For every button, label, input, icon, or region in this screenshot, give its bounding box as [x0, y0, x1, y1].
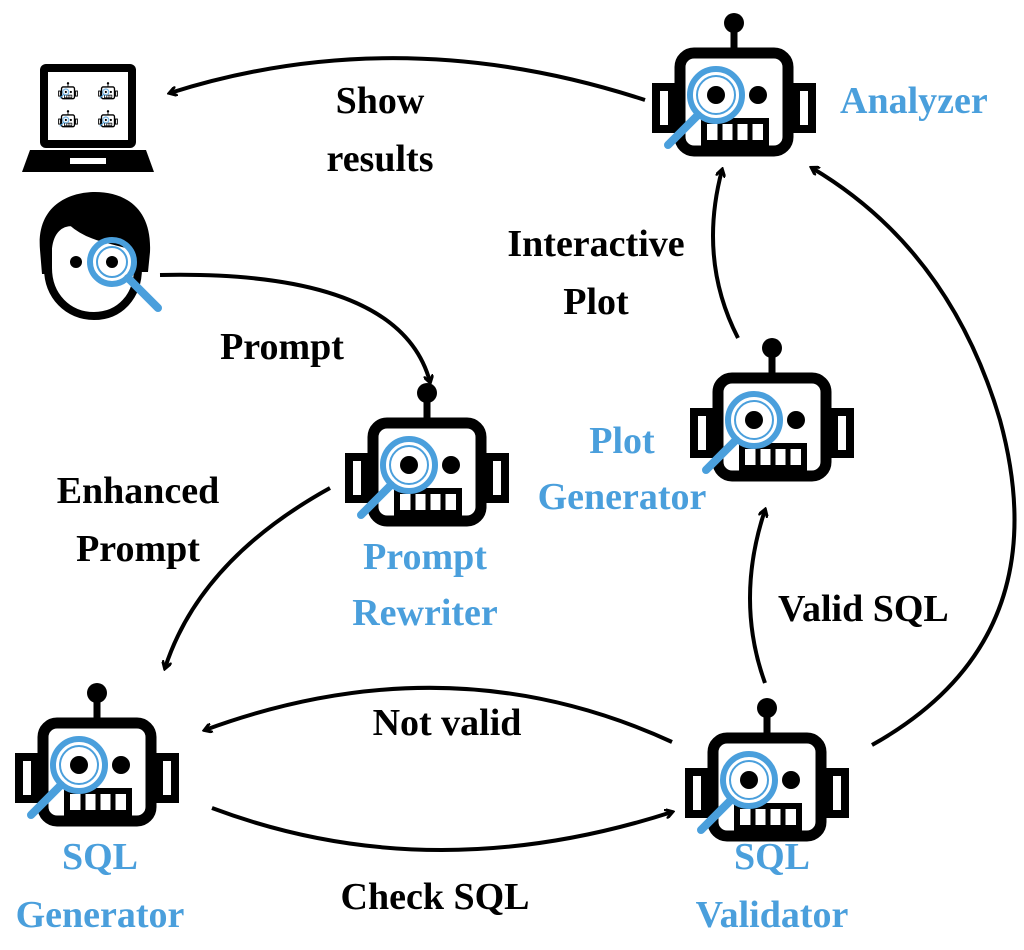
- sql-generator-label-line1: SQL: [61, 836, 139, 878]
- prompt-rewriter-label-line2: Rewriter: [352, 592, 498, 634]
- arrow-to-analyzer: [812, 168, 1017, 747]
- arrow-check-sql: [211, 806, 672, 852]
- enhanced-prompt-label-line1: Enhanced: [56, 470, 220, 512]
- check-sql-label: Check SQL: [340, 876, 530, 918]
- sql-generator-label-line2: Generator: [15, 894, 185, 936]
- interactive-plot-label-line2: Plot: [563, 281, 629, 323]
- plot-generator-robot-icon: [694, 338, 850, 476]
- plot-generator-label-line1: Plot: [589, 420, 655, 462]
- valid-sql-label: Valid SQL: [778, 588, 949, 630]
- show-results-label-line1: Show: [335, 80, 425, 122]
- arrow-interactive-plot: [711, 170, 740, 339]
- sql-validator-label-line1: SQL: [733, 836, 811, 878]
- interactive-plot-label-line1: Interactive: [507, 223, 685, 265]
- user-icon: [39, 192, 162, 321]
- arrow-prompt: [159, 272, 430, 382]
- prompt-rewriter-label-line1: Prompt: [363, 536, 487, 578]
- arrow-enhanced-prompt: [165, 486, 331, 668]
- analyzer-label: Analyzer: [840, 80, 988, 122]
- arrow-not-valid: [205, 685, 673, 744]
- sql-validator-label-line2: Validator: [695, 894, 849, 936]
- show-results-label-line2: results: [326, 138, 434, 180]
- sql-generator-robot-icon: [19, 683, 175, 821]
- sql-validator-robot-icon: [689, 698, 845, 836]
- prompt-edge-label: Prompt: [220, 326, 344, 368]
- not-valid-label: Not valid: [372, 702, 522, 744]
- enhanced-prompt-label-line2: Prompt: [76, 528, 200, 570]
- analyzer-robot-icon: [656, 13, 812, 151]
- laptop-icon: [22, 64, 154, 172]
- plot-generator-label-line2: Generator: [537, 476, 707, 518]
- arrow-valid-sql: [748, 510, 765, 684]
- prompt-rewriter-robot-icon: [349, 383, 505, 521]
- arrow-show-results: [170, 56, 646, 102]
